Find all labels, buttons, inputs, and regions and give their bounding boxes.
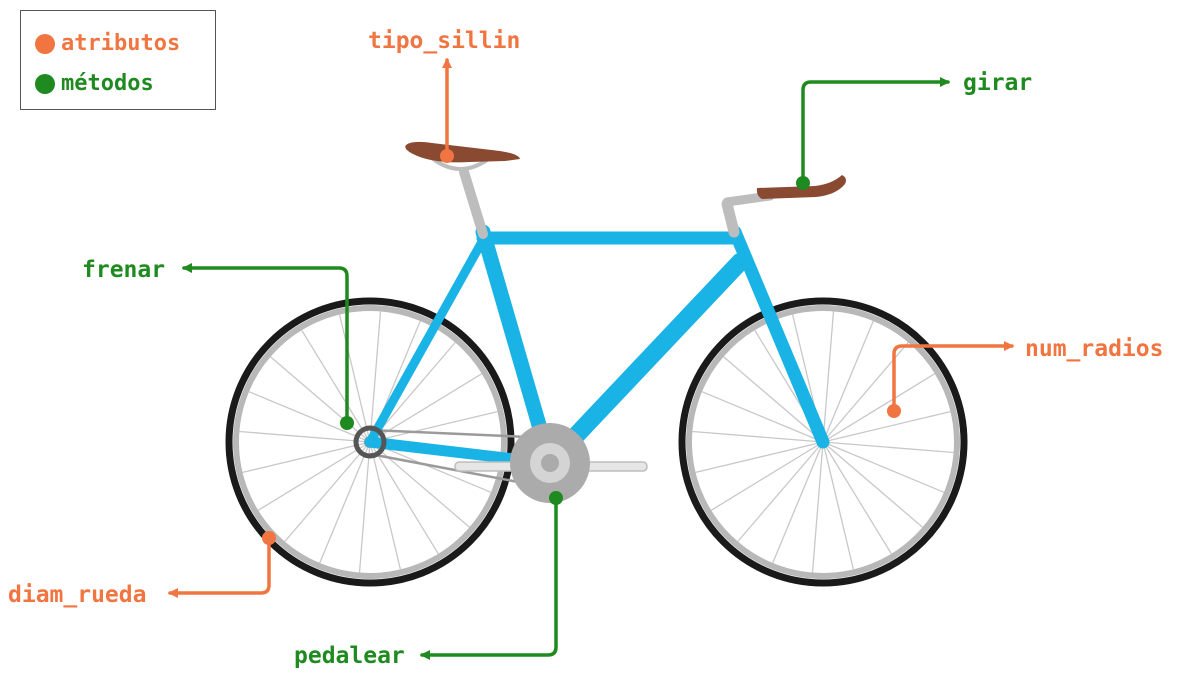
spoke <box>284 441 371 542</box>
saddle <box>405 141 520 163</box>
spoke <box>822 441 945 493</box>
legend: atributos métodos <box>20 10 216 110</box>
label-pedalear: pedalear <box>294 643 405 669</box>
spoke <box>358 441 371 573</box>
label-diam-rueda: diam_rueda <box>8 582 147 608</box>
spoke <box>369 441 439 555</box>
connector-frenar <box>182 263 349 425</box>
spoke <box>695 441 824 474</box>
connector-diam-rueda <box>168 536 271 598</box>
dot-pedalear <box>549 491 563 505</box>
spoke <box>822 410 951 443</box>
method-dot-icon <box>35 73 55 94</box>
spoke <box>772 441 824 564</box>
attribute-dot-icon <box>35 33 55 54</box>
connector-girar <box>801 77 950 185</box>
connector-pedalear <box>420 496 558 660</box>
handlebar-assembly <box>721 175 846 238</box>
spoke <box>822 373 936 443</box>
spoke <box>338 314 371 443</box>
connector-num-radios <box>892 341 1014 413</box>
spoke <box>257 441 371 511</box>
dot-diam-rueda <box>262 531 276 545</box>
rear-hub-gear <box>353 425 387 459</box>
spoke <box>239 430 371 443</box>
legend-label-attributes: atributos <box>61 31 181 56</box>
spoke <box>301 329 371 443</box>
spoke <box>270 356 371 443</box>
annotation-connectors <box>168 58 1014 660</box>
dot-frenar <box>340 416 354 430</box>
rear-wheel-spokes <box>239 311 501 573</box>
spoke <box>822 311 835 443</box>
spoke <box>822 320 874 443</box>
dot-tipo-sillin <box>440 149 454 163</box>
label-tipo-sillin: tipo_sillin <box>368 28 521 54</box>
spoke <box>723 356 824 443</box>
spoke <box>822 441 923 528</box>
frame <box>364 224 830 472</box>
spoke <box>319 441 371 564</box>
label-frenar: frenar <box>82 257 166 283</box>
label-girar: girar <box>963 70 1033 96</box>
spoke <box>692 430 824 443</box>
spoke <box>822 441 855 570</box>
spoke <box>737 441 824 542</box>
spoke <box>242 441 371 474</box>
annotation-dots <box>262 149 901 545</box>
spoke <box>822 441 954 454</box>
spoke <box>710 441 824 511</box>
legend-item-methods: métodos <box>35 71 154 96</box>
legend-label-methods: métodos <box>61 71 154 96</box>
spoke <box>369 311 382 443</box>
label-num-radios: num_radios <box>1025 336 1164 362</box>
dot-girar <box>796 176 810 190</box>
spoke <box>822 441 892 555</box>
legend-item-attributes: atributos <box>35 31 180 56</box>
spoke <box>369 441 492 493</box>
spoke <box>369 441 402 570</box>
crankset <box>454 423 648 503</box>
seat <box>405 141 520 239</box>
spoke <box>701 391 824 443</box>
spoke <box>369 410 498 443</box>
dot-num-radios <box>887 404 901 418</box>
spoke <box>248 391 371 443</box>
spoke <box>811 441 824 573</box>
